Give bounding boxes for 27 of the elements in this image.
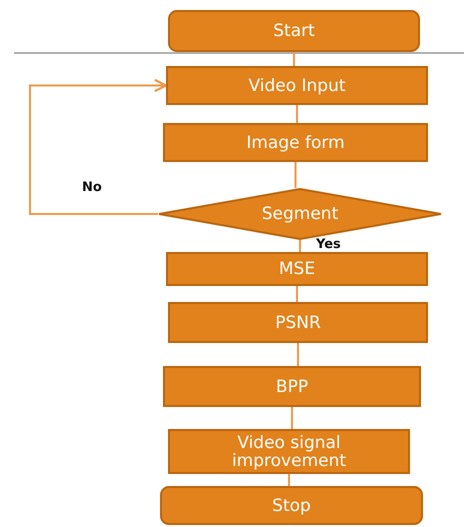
- process-box: [168, 302, 428, 343]
- connector-line: [293, 52, 295, 66]
- node-label: Video signal improvement: [230, 434, 348, 470]
- process-box: [166, 252, 428, 286]
- node-label: Segment: [262, 205, 338, 223]
- decision-diamond: [158, 188, 442, 240]
- node-label: Video Input: [248, 76, 346, 94]
- connector-line: [288, 474, 290, 486]
- terminal-box: [168, 10, 420, 52]
- connector-line: [297, 343, 299, 366]
- arrow: [29, 78, 168, 215]
- process-box: [166, 66, 428, 105]
- connector-line: [296, 286, 298, 302]
- node-label: PSNR: [275, 314, 321, 332]
- node-label: Image form: [246, 134, 345, 152]
- connector-line: [299, 240, 301, 252]
- connector-line: [294, 162, 296, 188]
- process-box: [168, 429, 410, 474]
- node-label: BPP: [276, 378, 308, 396]
- connector-line: [291, 407, 293, 429]
- process-box: [163, 366, 421, 407]
- process-box: [163, 123, 428, 162]
- connector-line: [296, 105, 298, 123]
- node-label: Stop: [272, 496, 311, 514]
- node-label: MSE: [278, 260, 316, 278]
- terminal-box: [160, 486, 423, 525]
- node-label: Start: [273, 22, 315, 40]
